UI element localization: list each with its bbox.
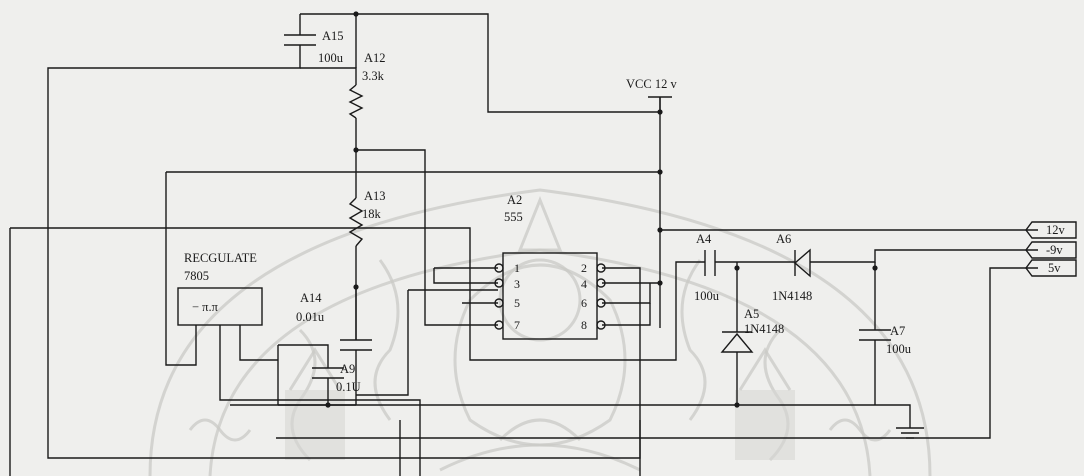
a13-name-label: A13 xyxy=(364,189,386,203)
regulator-7805: RECGULATE 7805 − π.π xyxy=(177,251,263,326)
output-label-5v: 5v xyxy=(1048,261,1061,275)
ic-pin-label-1: 1 xyxy=(514,261,520,275)
capacitor-a7: A7 100u xyxy=(859,324,912,356)
ic-pin-4 xyxy=(596,278,606,288)
a14-value-label: 0.01u xyxy=(296,310,325,324)
a7-value-label: 100u xyxy=(886,342,912,356)
capacitor-a9: A9 0.1U xyxy=(312,362,361,394)
capacitor-a4: A4 100u xyxy=(694,232,720,303)
diode-a5: A5 1N4148 xyxy=(720,307,784,353)
ic-pin-3 xyxy=(494,278,504,288)
a12-value-label: 3.3k xyxy=(362,69,385,83)
output-connectors: 12v -9v 5v xyxy=(1025,221,1077,277)
regulator-part-label: 7805 xyxy=(184,269,209,283)
junction-dots xyxy=(325,11,878,408)
output-connector-neg9v xyxy=(1025,241,1077,259)
a6-value-label: 1N4148 xyxy=(772,289,812,303)
ic-pin-label-2: 2 xyxy=(581,261,587,275)
regulator-name-label: RECGULATE xyxy=(184,251,257,265)
capacitor-a14: A14 0.01u xyxy=(296,291,372,351)
capacitor-a15: A15 100u xyxy=(284,29,344,65)
ground-symbol xyxy=(896,420,924,439)
ic-pin-8 xyxy=(596,320,606,330)
a5-name-label: A5 xyxy=(744,307,759,321)
regulator-body-text: − π.π xyxy=(192,300,219,314)
a2-value-label: 555 xyxy=(504,210,523,224)
a12-name-label: A12 xyxy=(364,51,386,65)
ic-pin-label-7: 7 xyxy=(514,318,520,332)
watermark-seal xyxy=(148,188,932,476)
a4-name-label: A4 xyxy=(696,232,712,246)
ic-a2-555: A2 555 1 3 5 7 2 4 6 8 xyxy=(494,193,606,340)
regulator-body xyxy=(177,287,263,326)
a15-value-label: 100u xyxy=(318,51,344,65)
resistor-a13: A13 18k xyxy=(348,189,386,247)
ic-pin-label-4: 4 xyxy=(581,277,587,291)
ic-pin-label-6: 6 xyxy=(581,296,587,310)
ic-a2-body xyxy=(502,252,598,340)
ic-pin-1 xyxy=(494,263,504,273)
a9-value-label: 0.1U xyxy=(336,380,361,394)
a7-name-label: A7 xyxy=(890,324,905,338)
a9-name-label: A9 xyxy=(340,362,355,376)
vcc-label: VCC 12 v xyxy=(626,77,677,91)
ic-pin-2 xyxy=(596,263,606,273)
a6-name-label: A6 xyxy=(776,232,791,246)
ic-pin-label-5: 5 xyxy=(514,296,520,310)
a14-name-label: A14 xyxy=(300,291,322,305)
output-label-12v: 12v xyxy=(1046,223,1066,237)
ic-pin-label-3: 3 xyxy=(514,277,520,291)
output-connector-5v xyxy=(1025,259,1077,277)
a5-value-label: 1N4148 xyxy=(744,322,784,336)
a13-value-label: 18k xyxy=(362,207,382,221)
vcc-terminal: VCC 12 v xyxy=(626,77,677,112)
output-connector-12v xyxy=(1025,221,1077,239)
ic-pin-6 xyxy=(596,298,606,308)
a4-value-label: 100u xyxy=(694,289,720,303)
resistor-a12: A12 3.3k xyxy=(348,51,386,119)
a2-name-label: A2 xyxy=(507,193,522,207)
diode-a6: A6 1N4148 xyxy=(772,232,812,303)
ic-pin-7 xyxy=(494,320,504,330)
wires xyxy=(9,13,1038,476)
ic-pin-5 xyxy=(494,298,504,308)
ic-pin-label-8: 8 xyxy=(581,318,587,332)
output-label-neg9v: -9v xyxy=(1046,243,1063,257)
a15-name-label: A15 xyxy=(322,29,344,43)
